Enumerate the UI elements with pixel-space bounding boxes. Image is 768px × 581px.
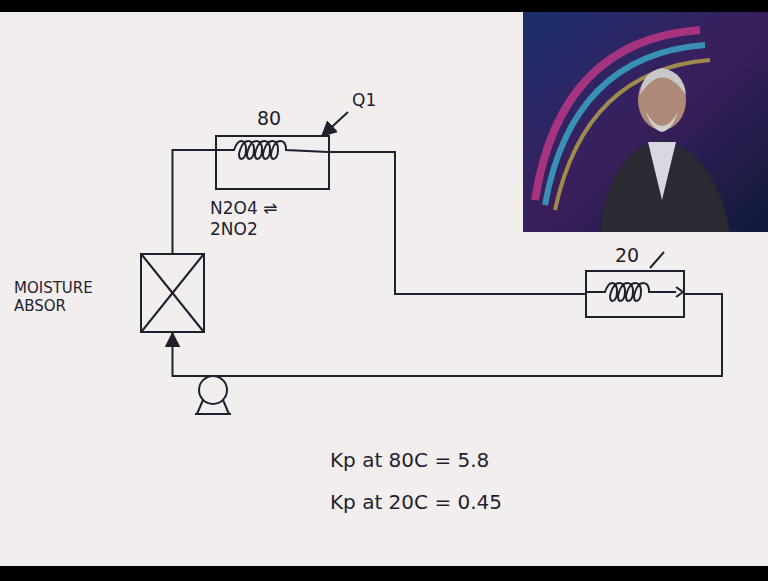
flow-line <box>330 152 585 294</box>
absorber-cross <box>142 255 203 331</box>
bottom-bar <box>0 566 768 581</box>
moisture-absorber-box: MOISTURE ABSOR <box>140 253 205 333</box>
cooler-box: 20 <box>585 270 685 318</box>
heater-box: 80 <box>215 135 330 190</box>
top-bar <box>0 0 768 12</box>
temperature-label: 80 <box>257 107 281 130</box>
cooler-stroke <box>650 252 664 268</box>
reaction-equation: N2O4 ⇌ 2NO2 <box>210 198 322 241</box>
flow-line <box>173 150 216 253</box>
video-inset <box>523 12 768 232</box>
equilibrium-constant: Kp at 80C = 5.8 <box>330 448 489 473</box>
pump-symbol <box>195 376 231 414</box>
heat-label: Q1 <box>352 90 376 111</box>
cooler-coil <box>587 283 683 301</box>
temperature-label: 20 <box>615 244 639 267</box>
heat-arrow <box>322 112 348 136</box>
absorber-label: MOISTURE ABSOR <box>14 279 132 315</box>
equilibrium-constant: Kp at 20C = 0.45 <box>330 490 502 515</box>
heater-coil <box>217 141 328 159</box>
flow-line <box>173 294 723 376</box>
